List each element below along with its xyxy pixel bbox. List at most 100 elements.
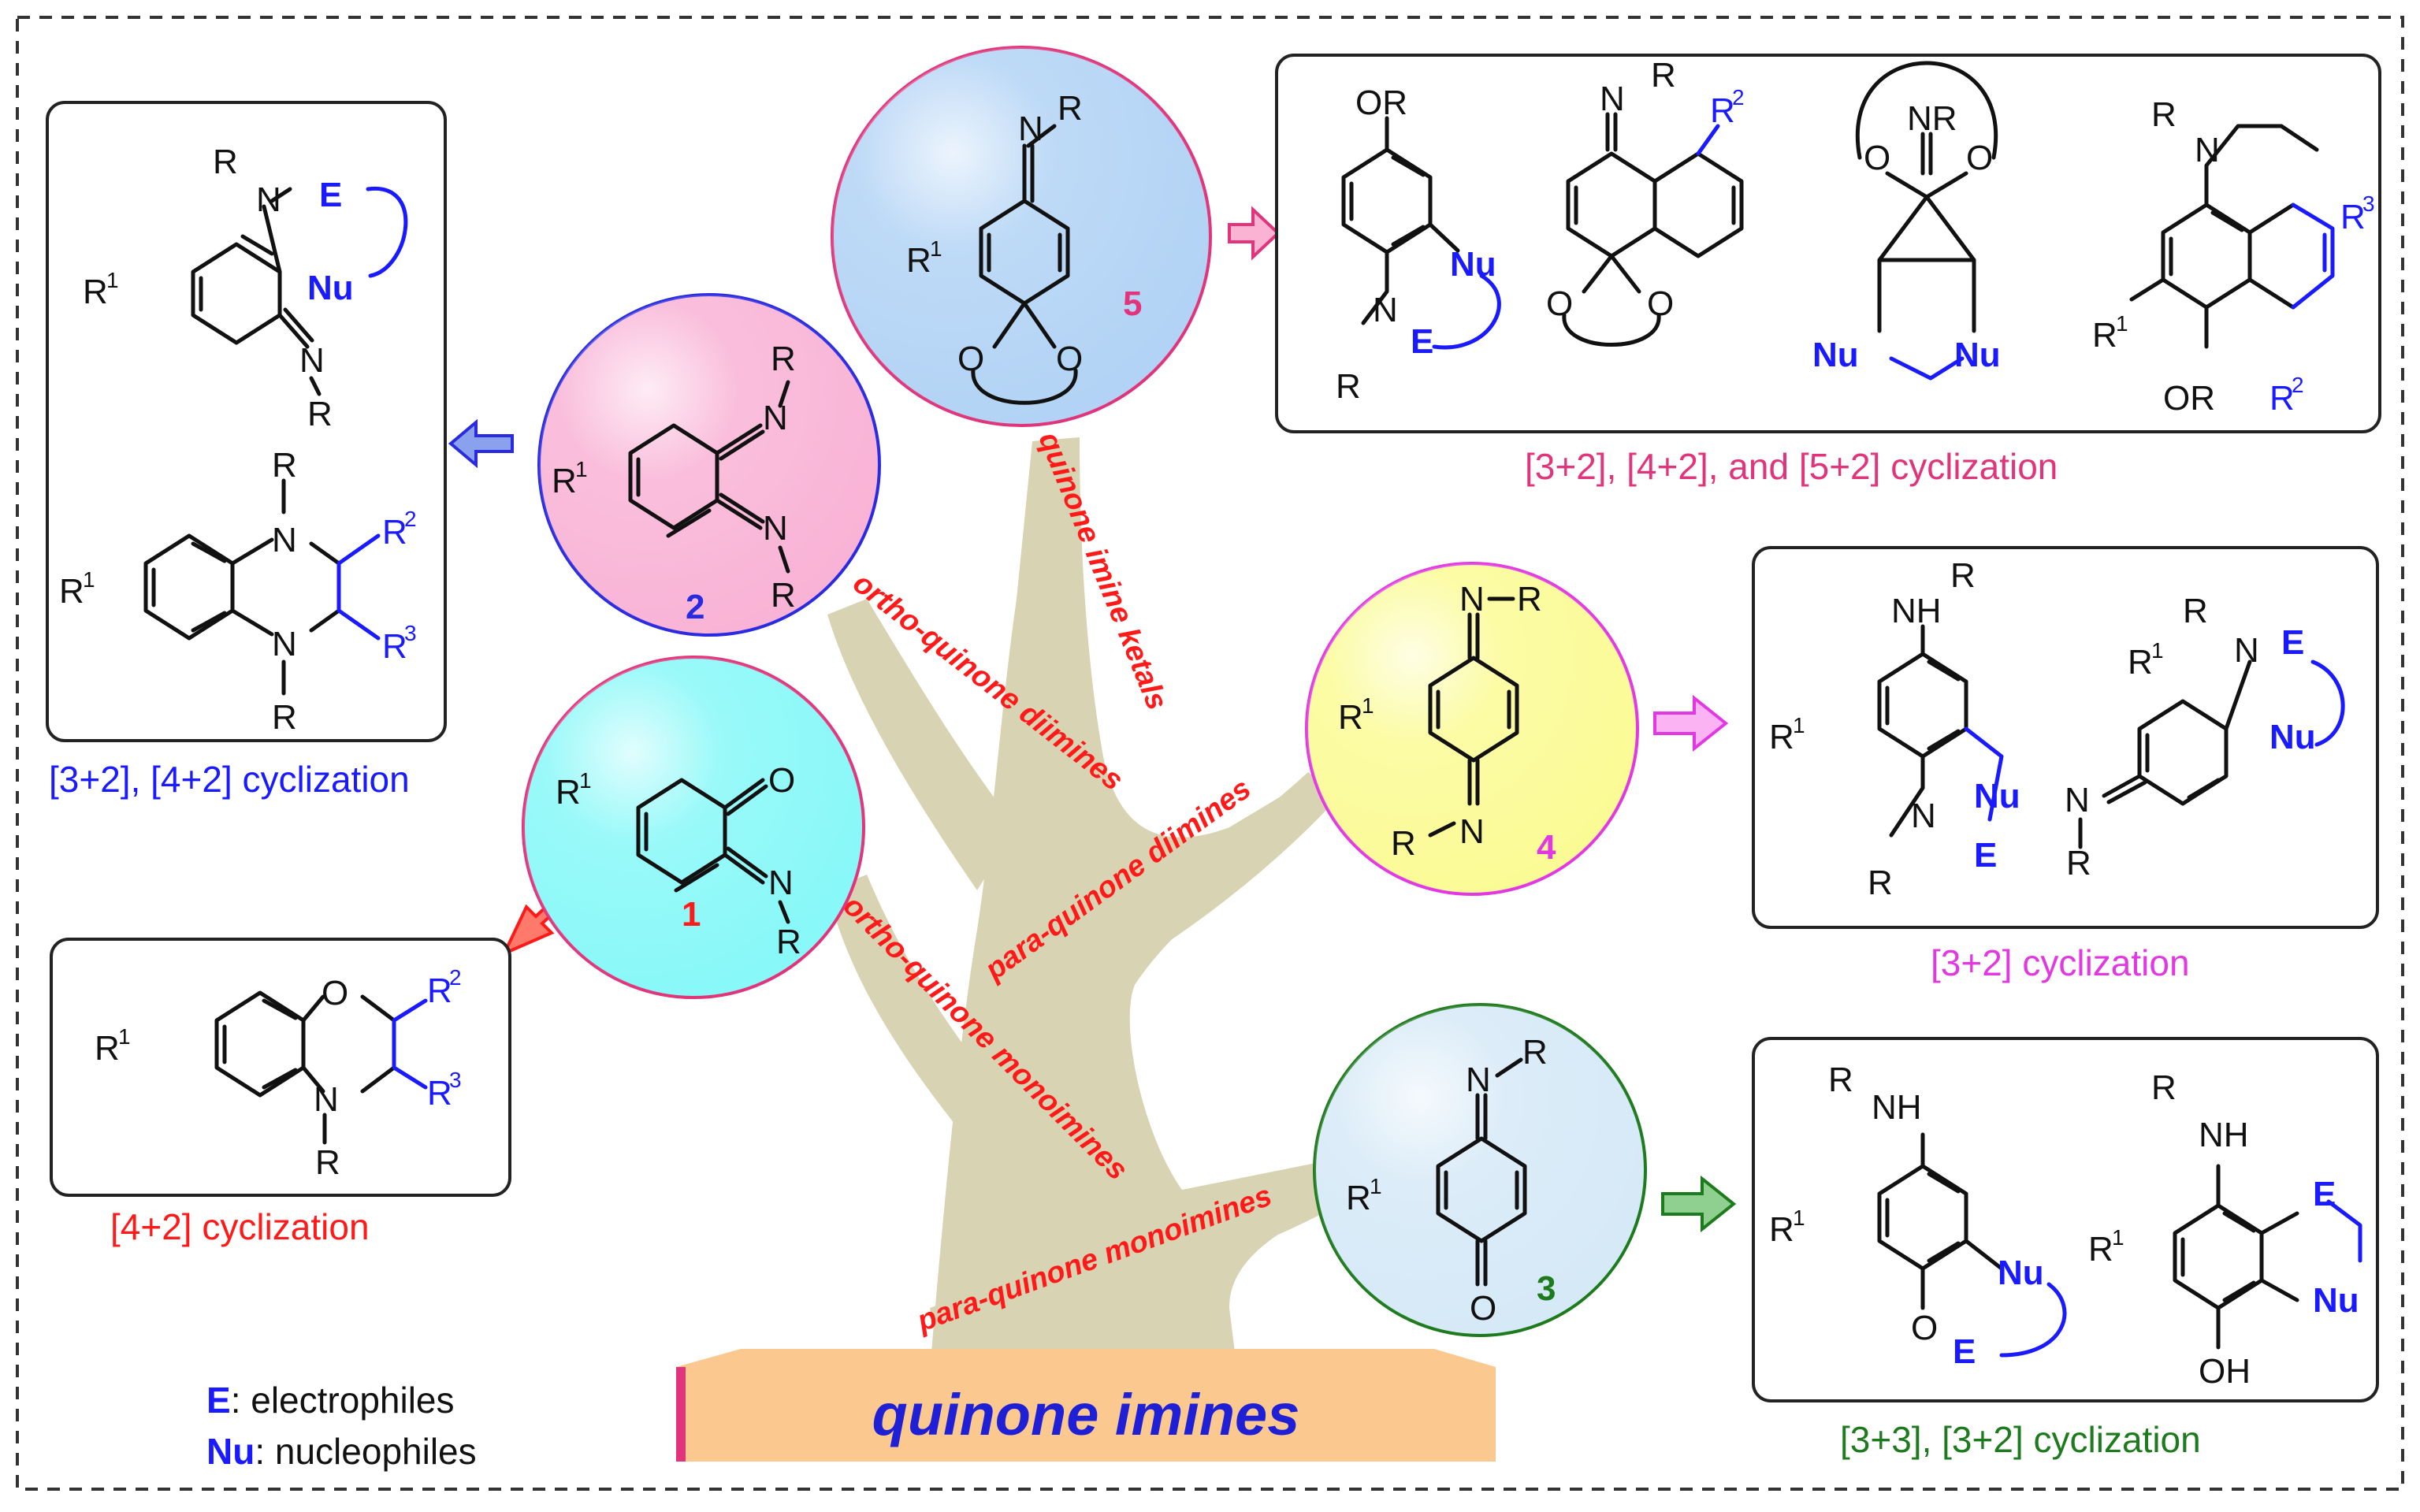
br2-NH: NH (2199, 1116, 2249, 1154)
mr2-E: E (2281, 623, 2304, 662)
legend-text-nu: : nucleophiles (255, 1431, 477, 1472)
tr2-sup2: 2 (1732, 85, 1745, 110)
node-circles (522, 46, 1647, 1337)
tl-Nu: Nu (307, 269, 354, 307)
tr4-R: R (2151, 95, 2177, 134)
bl-R2: R (427, 971, 452, 1010)
n3-N: N (1466, 1061, 1491, 1099)
arrow-node-5 (1228, 206, 1281, 261)
mr1-R: R (1950, 556, 1976, 595)
tl-sup2: 2 (404, 507, 417, 531)
box-top-right (1275, 54, 2381, 433)
node-2-number: 2 (686, 588, 704, 626)
mr1-Nu: Nu (1974, 777, 2020, 815)
node-3-number: 3 (1537, 1269, 1556, 1308)
br1-E: E (1953, 1332, 1976, 1371)
tl-E: E (319, 176, 342, 214)
n2-N-top: N (763, 399, 788, 437)
mr1-E: E (1974, 836, 1997, 875)
tl-R2: R (382, 513, 407, 552)
mr1-NH: NH (1891, 592, 1942, 630)
br2-OH: OH (2199, 1352, 2251, 1391)
tr1-R: R (1336, 367, 1361, 406)
legend-electrophiles: E: electrophiles (206, 1379, 455, 1421)
n4-sup1: 1 (1362, 693, 1374, 718)
mr2-Nu: Nu (2269, 718, 2316, 756)
box-bottom-left (50, 938, 511, 1197)
tr1-OR: OR (1355, 84, 1407, 122)
tl-R-top: R (213, 143, 238, 181)
tr1-Nu: Nu (1450, 245, 1496, 284)
br1-R: R (1828, 1061, 1853, 1099)
branch-para-diimines (1001, 772, 1340, 1024)
n3-sup1: 1 (1370, 1174, 1382, 1198)
atom-labels: N R R 1 O O N R N R R 1 O N R R 1 N R N … (59, 56, 2375, 1391)
tl-sup3: 3 (404, 621, 417, 645)
tl-N-q-bot: N (272, 625, 297, 663)
n1-O: O (768, 761, 795, 800)
branch-ortho-monoimines (827, 875, 1017, 1142)
tr3-NR: NR (1907, 99, 1957, 138)
tl-N-imine: N (299, 341, 325, 380)
mr1-R-bot: R (1868, 864, 1893, 902)
tr1-N: N (1373, 291, 1398, 329)
n5-R: R (1058, 89, 1083, 128)
n4-N-bot: N (1459, 812, 1485, 851)
br1-sup1: 1 (1793, 1206, 1805, 1230)
legend-text-e: : electrophiles (230, 1380, 455, 1421)
legend-nucleophiles: Nu: nucleophiles (206, 1430, 477, 1473)
arrow-node-2 (448, 418, 514, 469)
tr2-O-right: O (1647, 284, 1674, 323)
n5-R1: R (906, 241, 931, 280)
caption-top-right: [3+2], [4+2], and [5+2] cyclization (1525, 446, 2058, 487)
tl-R-q-bot: R (272, 698, 297, 737)
n2-R-top: R (771, 340, 796, 378)
caption-bottom-left: [4+2] cyclization (110, 1206, 370, 1247)
n4-R-bot: R (1391, 824, 1416, 863)
br1-NH: NH (1872, 1088, 1922, 1127)
bl-R3: R (427, 1074, 452, 1113)
n1-R: R (776, 923, 801, 961)
tr3-O-left: O (1864, 139, 1890, 177)
n5-N: N (1018, 110, 1043, 148)
tr4-sup3: 3 (2362, 191, 2375, 216)
n2-R-bot: R (771, 576, 796, 615)
tr4-N: N (2195, 131, 2220, 169)
caption-top-left: [3+2], [4+2] cyclization (49, 759, 410, 800)
n3-R1: R (1346, 1179, 1371, 1217)
tl-N-top: N (256, 180, 281, 219)
box-bottom-right (1752, 1037, 2379, 1402)
tl-R1-q: R (59, 572, 84, 611)
mr2-R1: R (2128, 643, 2153, 682)
n5-O-right: O (1056, 340, 1083, 378)
tree (827, 437, 1351, 1371)
tr2-N: N (1600, 80, 1625, 118)
outer-frame (16, 16, 2404, 1491)
caption-bottom-right: [3+3], [3+2] cyclization (1840, 1419, 2201, 1460)
n2-sup1: 1 (575, 457, 588, 481)
node-numbers: 5 2 1 4 3 (682, 284, 1556, 1308)
bl-sup1: 1 (118, 1024, 131, 1049)
mr2-N-imine: N (2065, 781, 2090, 819)
mr2-N: N (2234, 631, 2259, 670)
tr2-R: R (1651, 56, 1676, 95)
br2-R1: R (2088, 1230, 2113, 1269)
br2-E: E (2313, 1175, 2336, 1213)
n5-O-left: O (957, 340, 984, 378)
legend-key-e: E (206, 1380, 231, 1421)
tl-R-q-top: R (272, 446, 297, 485)
branch-para-monoimines (930, 1158, 1351, 1347)
n1-sup1: 1 (579, 768, 592, 793)
br2-Nu: Nu (2313, 1281, 2359, 1320)
br1-R1: R (1769, 1210, 1794, 1249)
node-5-number: 5 (1123, 284, 1142, 323)
tr2-O-left: O (1546, 284, 1573, 323)
n1-N: N (768, 864, 794, 902)
branch-ortho-diimines (827, 599, 1017, 890)
tr2-R2: R (1710, 91, 1735, 130)
n2-N-bot: N (763, 509, 788, 548)
box-mid-right (1752, 546, 2379, 929)
tl-R1: R (83, 273, 108, 311)
n1-R1: R (556, 773, 581, 812)
tl-R-imine: R (307, 395, 333, 433)
